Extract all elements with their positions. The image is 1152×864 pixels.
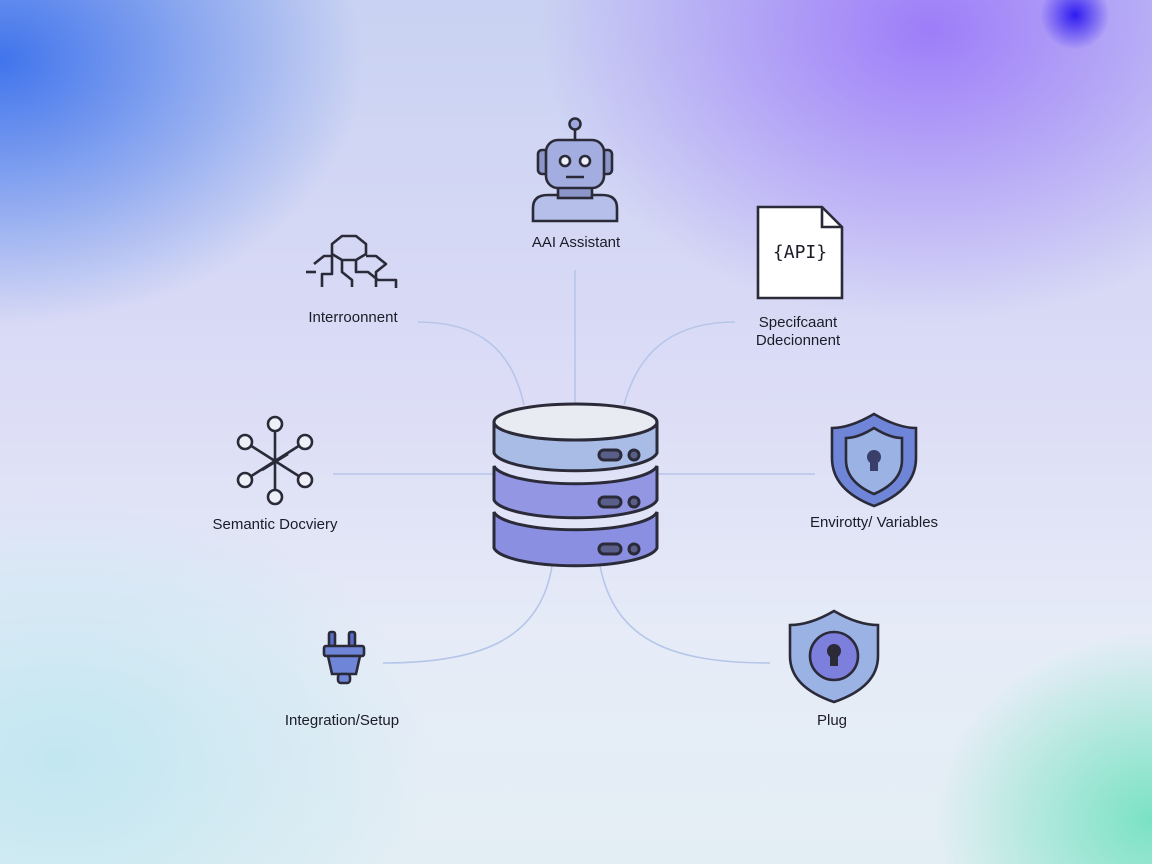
- env-vars-label: Envirotty/ Variables: [809, 514, 939, 531]
- connector-integration: [382, 565, 553, 664]
- shield-keyhole-icon: [788, 609, 880, 704]
- plug-label: Plug: [816, 712, 848, 729]
- ai-assistant-label: AAI Assistant: [531, 234, 621, 251]
- hierarchy-icon: [306, 234, 398, 288]
- api-badge: {API}: [773, 242, 827, 263]
- semantic-label: Semantic Docviery: [212, 516, 338, 533]
- connector-interconnect: [417, 321, 525, 406]
- connectors: [333, 270, 815, 664]
- api-document-icon: {API}: [756, 205, 844, 300]
- integration-label: Integration/Setup: [284, 712, 400, 729]
- robot-icon: [531, 117, 619, 223]
- shield-lock-icon: [830, 412, 918, 508]
- plug-icon: [322, 630, 366, 685]
- interconnect-label: Interroonnent: [308, 309, 398, 326]
- api-document-label: Specifcaant Ddecionnent: [756, 314, 840, 350]
- connector-api-document: [623, 321, 736, 406]
- api-document-label-line2: Ddecionnent: [755, 332, 841, 349]
- database-icon: [492, 402, 659, 568]
- api-document-label-line1: Specifcaant: [758, 314, 838, 331]
- connector-plug: [599, 565, 771, 664]
- network-icon: [236, 415, 314, 506]
